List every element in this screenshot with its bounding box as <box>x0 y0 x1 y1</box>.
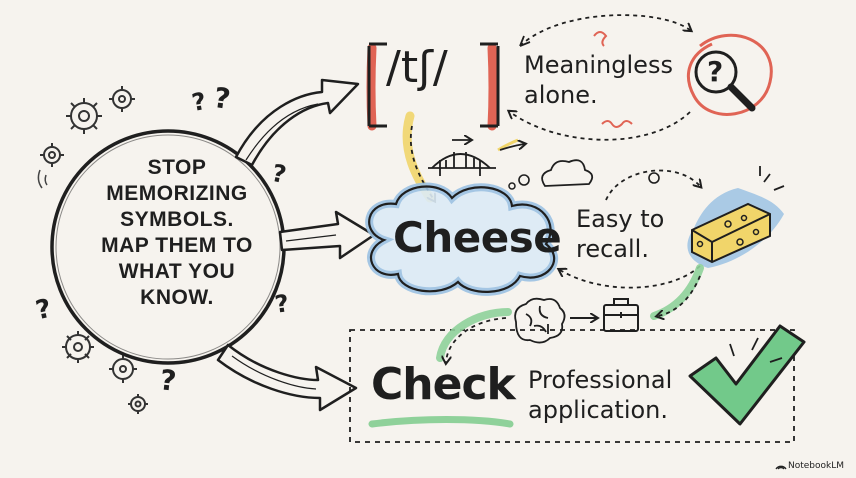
bridge-icon <box>428 140 524 176</box>
brand-label: NotebookLM <box>788 461 845 471</box>
symbol-text: /tʃ/ <box>386 42 448 93</box>
arrow-to-cheese <box>278 210 376 260</box>
cheese-cloud <box>365 182 559 296</box>
arrow-to-check <box>216 343 358 412</box>
cloud-icon-small <box>541 159 594 187</box>
magnifier-question: ? <box>707 55 724 88</box>
check-word: Check <box>371 359 516 410</box>
magnifier-icon <box>686 33 773 116</box>
question-icon-6: ? <box>158 363 178 398</box>
briefcase-icon <box>603 298 639 332</box>
notebooklm-logo <box>775 465 787 470</box>
gear-icon-4 <box>62 331 94 363</box>
cheese-note: Easy to recall. <box>576 205 665 263</box>
gear-icon-1 <box>66 98 102 134</box>
gear-icon-6 <box>128 394 148 414</box>
gear-icon-3 <box>40 143 64 167</box>
brain-icon <box>514 297 566 344</box>
gear-icon-5 <box>109 355 137 383</box>
check-note: Professional application. <box>528 366 673 424</box>
check-dashed-box <box>349 329 795 443</box>
bracket-outline <box>367 42 500 128</box>
arrow-to-symbol <box>234 78 360 167</box>
gear-icon-2 <box>109 86 135 112</box>
symbol-note: Meaningless alone. <box>524 51 673 109</box>
checkmark-icon <box>688 324 806 426</box>
cheese-icon <box>687 166 785 268</box>
central-message: STOP MEMORIZING SYMBOLS. MAP THEM TO WHA… <box>101 156 253 309</box>
cheese-word: Cheese <box>393 213 562 262</box>
